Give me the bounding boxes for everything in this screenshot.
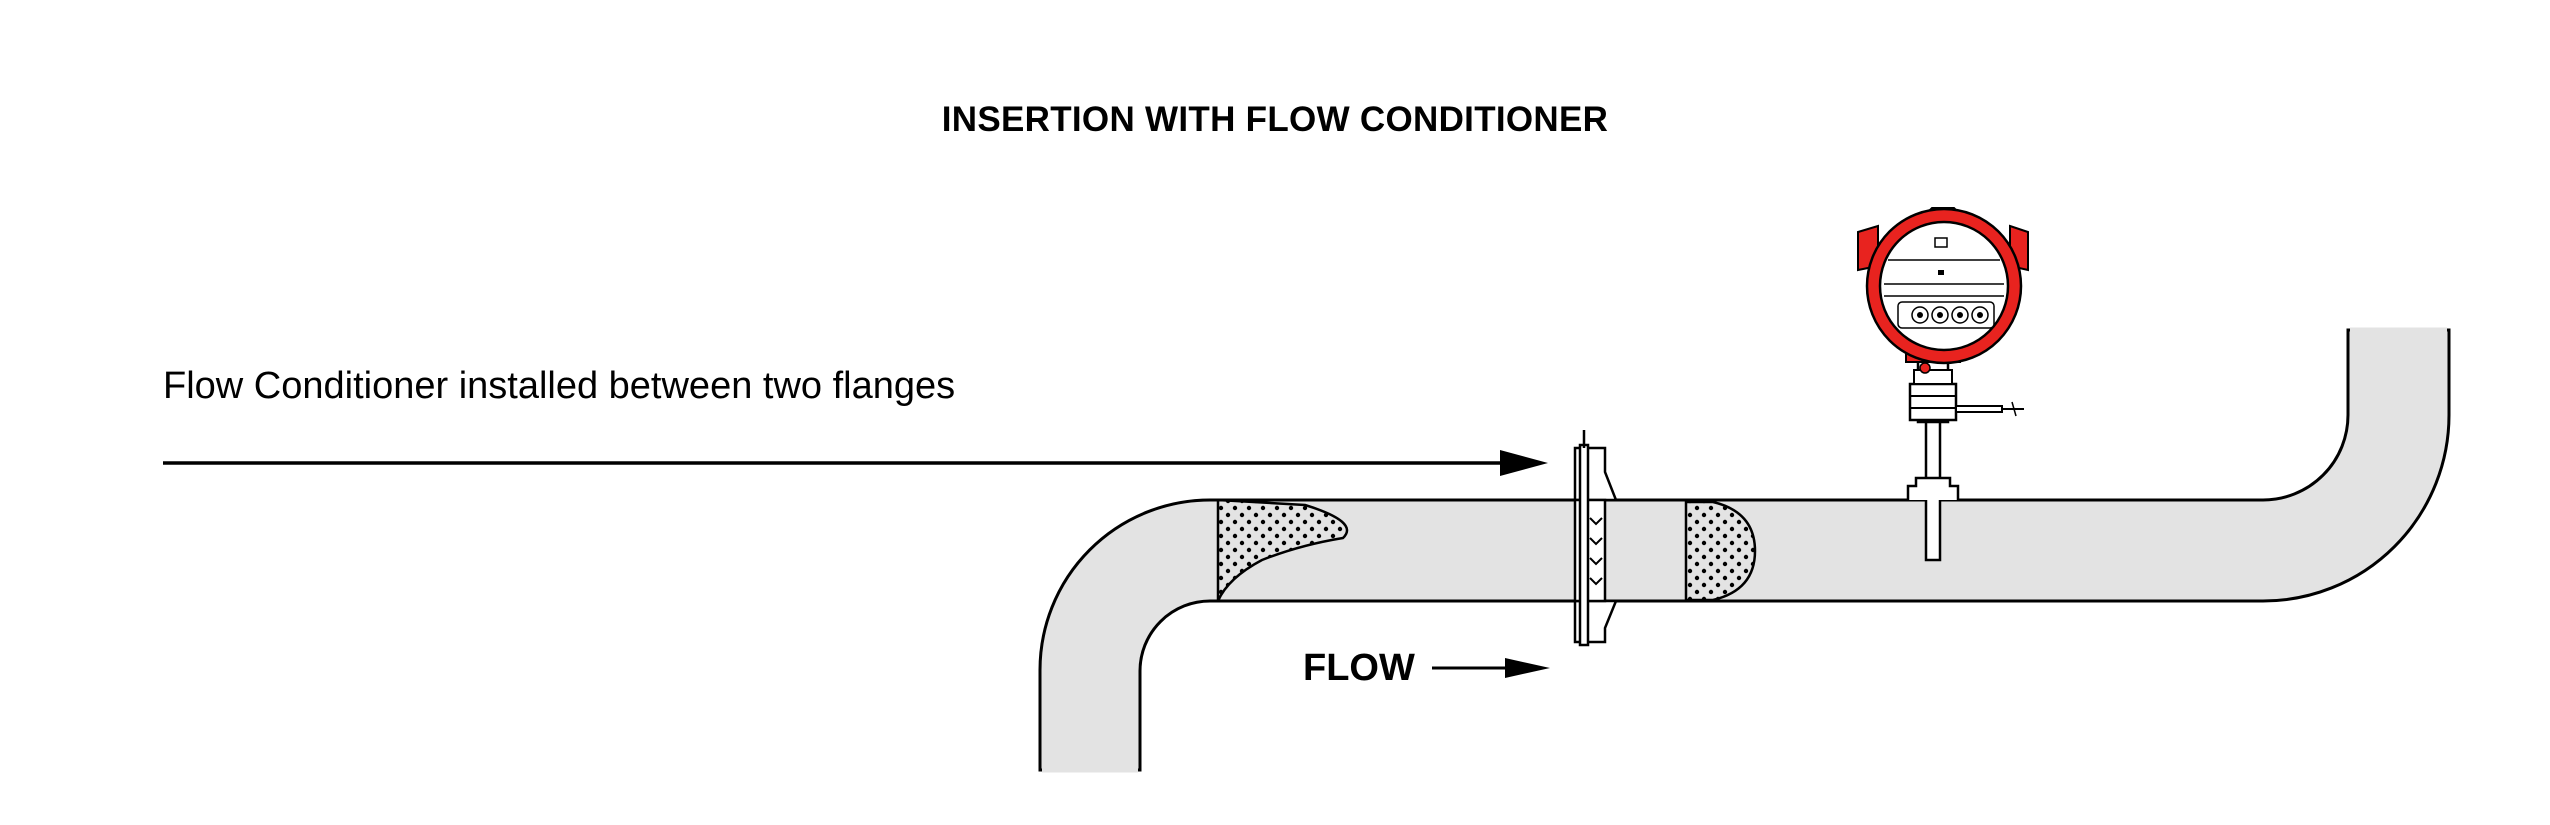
conditioned-flow-profile <box>1684 500 1757 602</box>
probe-mount-fitting <box>1906 476 1960 500</box>
flow-conditioner-plate <box>1578 443 1590 647</box>
compression-fitting <box>1908 382 1958 422</box>
flow-direction-label: FLOW <box>1303 647 1415 689</box>
annotation-arrowhead <box>1500 450 1548 476</box>
display-window <box>1878 220 2010 352</box>
flow-conditioner-annotation: Flow Conditioner installed between two f… <box>163 365 956 407</box>
insertion-flow-meter <box>1857 207 2029 562</box>
side-port <box>1955 405 2003 413</box>
disturbed-flow-profile <box>1216 498 1349 602</box>
flange-assembly <box>1573 430 1618 647</box>
flow-arrowhead <box>1505 658 1550 678</box>
diagram-title: INSERTION WITH FLOW CONDITIONER <box>941 100 1609 139</box>
